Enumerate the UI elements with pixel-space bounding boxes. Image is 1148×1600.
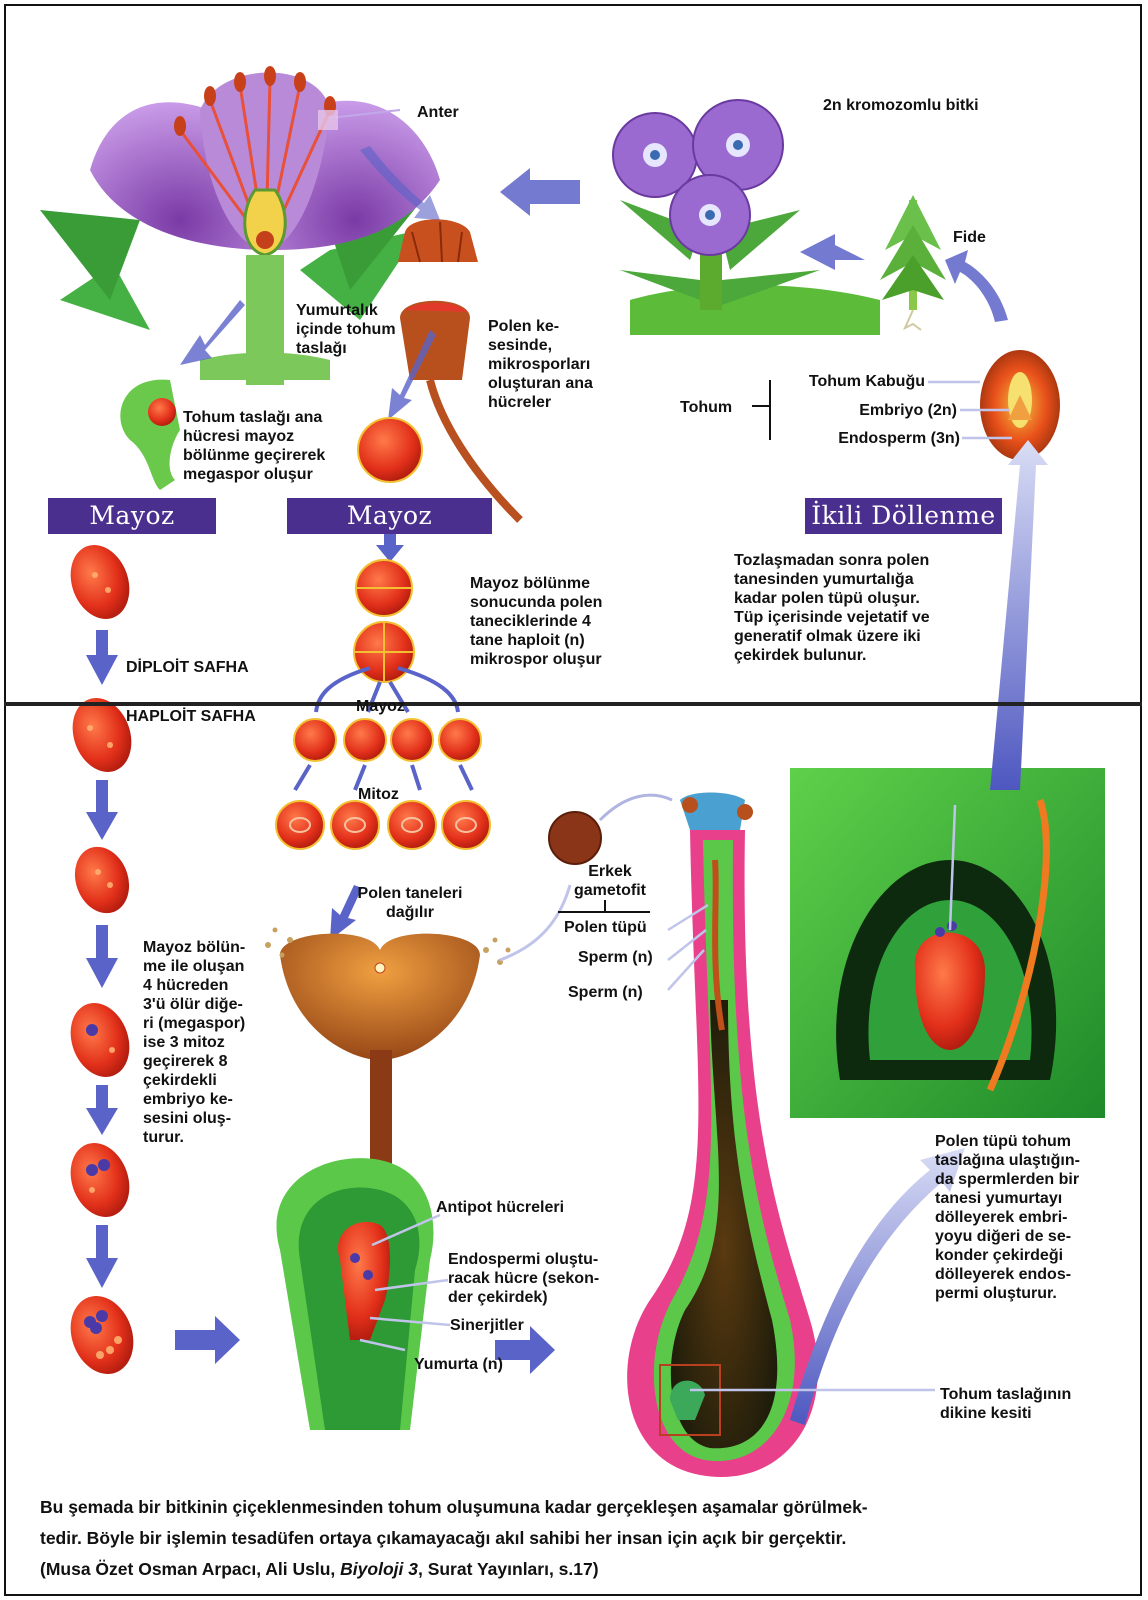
label-synergids: Sinerjitler: [450, 1316, 524, 1335]
label-pollen-tube: Polen tüpü: [564, 918, 647, 937]
label-mayoz-small: Mayoz: [356, 697, 405, 716]
label-mitoz: Mitoz: [358, 785, 399, 804]
phase-divider: [4, 702, 1142, 706]
label-egg: Yumurta (n): [414, 1355, 503, 1374]
caption-line-2: tedir. Böyle bir işlemin tesadüfen ortay…: [40, 1523, 1110, 1554]
label-megaspore: Mayoz bölün- me ile oluşan 4 hücreden 3'…: [143, 938, 245, 1147]
label-male-gametophyte: Erkek gametofit: [565, 862, 655, 900]
caption-line-1: Bu şemada bir bitkinin çiçeklenmesinden …: [40, 1492, 1110, 1523]
label-seed: Tohum: [680, 398, 732, 417]
caption-citation-publisher: , Surat Yayınları, s.17): [418, 1559, 599, 1579]
caption-citation-authors: (Musa Özet Osman Arpacı, Ali Uslu,: [40, 1559, 340, 1579]
banner-mayoz-middle: Mayoz: [287, 498, 492, 534]
label-plant: 2n kromozomlu bitki: [823, 96, 979, 115]
label-sperm-1: Sperm (n): [578, 948, 653, 967]
label-seedling: Fide: [953, 228, 986, 247]
label-embryo: Embriyo (2n): [790, 401, 957, 420]
label-antipodal-cells: Antipot hücreleri: [436, 1198, 564, 1217]
banner-mayoz-left: Mayoz: [48, 498, 216, 534]
label-endosperm-cell: Endospermi oluştu- racak hücre (sekon- d…: [448, 1250, 599, 1307]
label-anther: Anter: [417, 103, 459, 122]
label-pollen-spread: Polen taneleri dağılır: [340, 884, 480, 922]
banner-double-fertilization: İkili Döllenme: [805, 498, 1002, 534]
label-ovule-section: Tohum taslağının dikine kesiti: [940, 1385, 1071, 1423]
caption: Bu şemada bir bitkinin çiçeklenmesinden …: [40, 1492, 1110, 1585]
label-sperm-2: Sperm (n): [568, 983, 643, 1002]
label-fertilization: Polen tüpü tohum taslağına ulaştığın- da…: [935, 1132, 1080, 1303]
label-pollination: Tozlaşmadan sonra polen tanesinden yumur…: [734, 551, 930, 665]
label-haploid-phase: HAPLOİT SAFHA: [126, 707, 256, 726]
label-seed-coat: Tohum Kabuğu: [760, 372, 925, 391]
caption-citation-book: Biyoloji 3: [340, 1559, 418, 1579]
label-ovary: Yumurtalık içinde tohum taslağı: [296, 301, 396, 358]
label-ovule-mother-cell: Tohum taslağı ana hücresi mayoz bölünme …: [183, 408, 325, 484]
label-diploid-phase: DİPLOİT SAFHA: [126, 658, 249, 677]
label-pollen-sac: Polen ke- sesinde, mikrosporları oluştur…: [488, 317, 593, 412]
caption-line-3: (Musa Özet Osman Arpacı, Ali Uslu, Biyol…: [40, 1554, 1110, 1585]
label-endosperm: Endosperm (3n): [780, 429, 960, 448]
label-meiosis-result: Mayoz bölünme sonucunda polen tanecikler…: [470, 574, 602, 669]
